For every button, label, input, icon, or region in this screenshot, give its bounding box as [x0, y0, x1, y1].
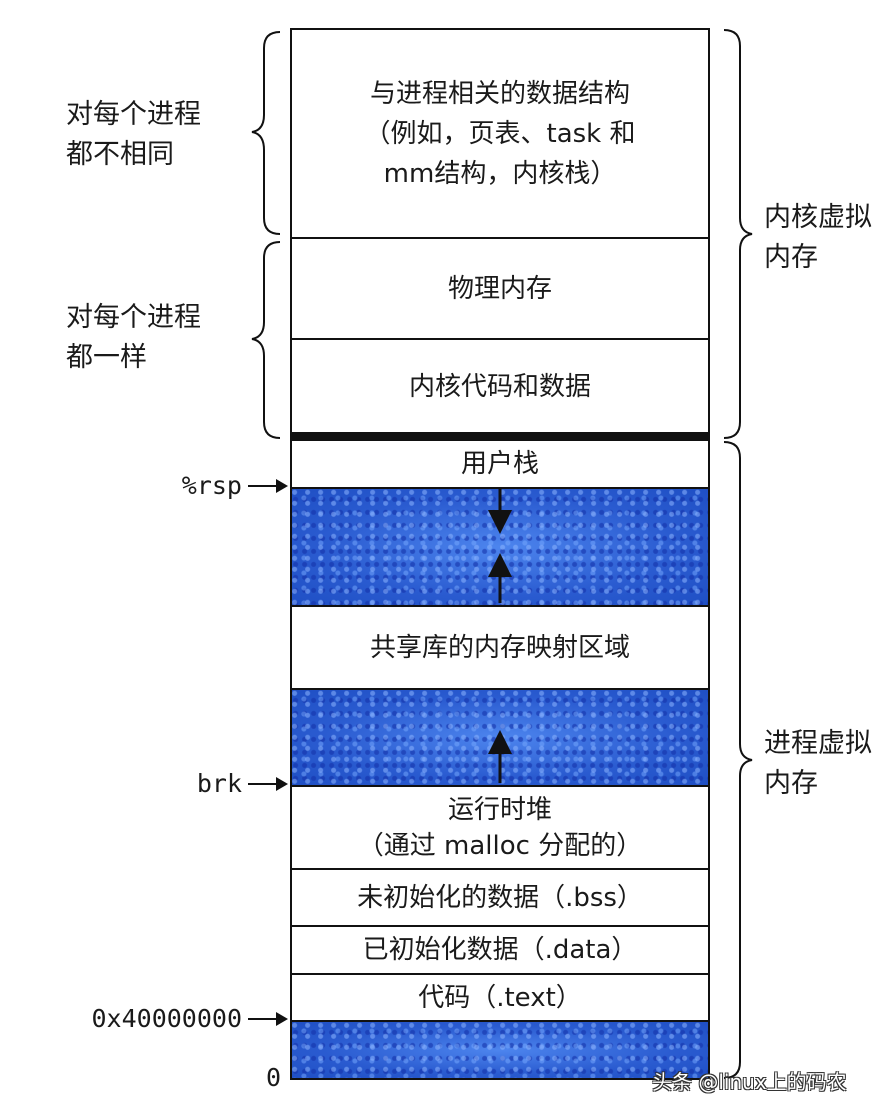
per-process-different-label: 对每个进程 都不相同 [66, 95, 201, 175]
left-brace-icon [251, 31, 281, 235]
segment-label: 共享库的内存映射区域 [369, 632, 630, 663]
process-virtual-memory-label: 进程虚拟 内存 [764, 724, 872, 804]
text-segment: 代码（.text） [290, 973, 710, 1020]
text-start-pointer: 0x40000000 [91, 1004, 288, 1033]
left-brace-icon [251, 241, 281, 439]
segment-label: 物理内存 [447, 273, 552, 304]
label-line: 对每个进程 [66, 302, 201, 333]
label-line: 内存 [764, 242, 818, 273]
free-region-heap [290, 688, 710, 785]
segment-label: （例如，页表、task 和 [364, 118, 636, 149]
right-brace-icon [723, 441, 753, 1079]
segment-label: 用户栈 [460, 449, 539, 479]
right-brace-icon [723, 29, 753, 439]
segment-label: 未初始化的数据（.bss） [357, 882, 643, 913]
free-region-bottom [290, 1020, 710, 1080]
label-line: 内存 [764, 768, 818, 799]
segment-label: 已初始化数据（.data） [362, 935, 638, 965]
segment-label: 运行时堆 [447, 794, 552, 825]
segment-label: 与进程相关的数据结构 [369, 78, 630, 109]
watermark: 头条 @linux上的码农 [652, 1070, 847, 1094]
data-segment: 已初始化数据（.data） [290, 925, 710, 973]
kernel-virtual-memory-label: 内核虚拟 内存 [764, 198, 872, 278]
address-label: 0x40000000 [91, 1004, 242, 1033]
segment-label: （通过 malloc 分配的） [357, 830, 643, 861]
bss-segment: 未初始化的数据（.bss） [290, 868, 710, 925]
label-line: 内核虚拟 [764, 202, 872, 233]
label-line: 都一样 [66, 342, 147, 373]
rsp-label: %rsp [181, 471, 242, 500]
arrow-right-icon [248, 478, 288, 493]
segment-label: 内核代码和数据 [408, 372, 591, 402]
arrow-right-icon [248, 776, 288, 791]
arrow-right-icon [248, 1011, 288, 1026]
physical-memory: 物理内存 [290, 237, 710, 338]
per-process-same-label: 对每个进程 都一样 [66, 298, 201, 378]
kernel-process-structures: 与进程相关的数据结构 （例如，页表、task 和 mm结构，内核栈） [290, 28, 710, 237]
label-line: 进程虚拟 [764, 728, 872, 759]
label-line: 对每个进程 [66, 99, 201, 130]
segment-label: 代码（.text） [418, 982, 582, 1013]
user-stack: 用户栈 [290, 439, 710, 487]
segment-label: mm结构，内核栈） [383, 158, 617, 189]
label-line: 都不相同 [66, 139, 174, 170]
rsp-pointer: %rsp [181, 471, 288, 500]
zero-address-label: 0 [266, 1063, 282, 1092]
runtime-heap: 运行时堆 （通过 malloc 分配的） [290, 785, 710, 868]
kernel-user-divider [290, 432, 710, 439]
brk-label: brk [196, 769, 242, 798]
brk-pointer: brk [196, 769, 288, 798]
shared-libraries: 共享库的内存映射区域 [290, 605, 710, 688]
kernel-code-data: 内核代码和数据 [290, 338, 710, 434]
